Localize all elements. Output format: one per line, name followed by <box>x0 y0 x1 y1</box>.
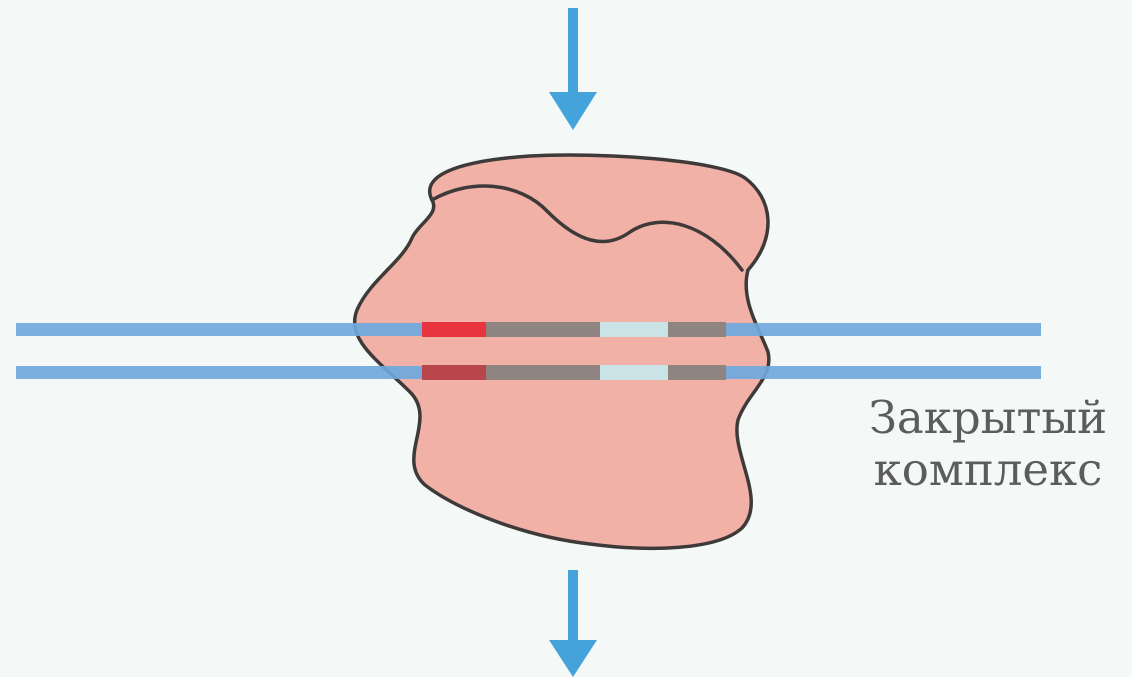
label-line-2: комплекс <box>848 444 1128 496</box>
segment-gray-top <box>486 322 600 337</box>
segment-gray2-bottom <box>668 365 726 380</box>
segment-gray-bottom <box>486 365 600 380</box>
segment-red-bottom <box>422 365 486 380</box>
closed-complex-label: Закрытый комплекс <box>848 392 1128 496</box>
segment-gray2-top <box>668 322 726 337</box>
arrow-down-icon <box>549 570 597 677</box>
protein-complex <box>355 155 769 548</box>
segment-light-bottom <box>600 365 668 380</box>
segment-light-top <box>600 322 668 337</box>
arrow-down-icon <box>549 8 597 130</box>
label-line-1: Закрытый <box>848 392 1128 444</box>
segment-red-top <box>422 322 486 337</box>
